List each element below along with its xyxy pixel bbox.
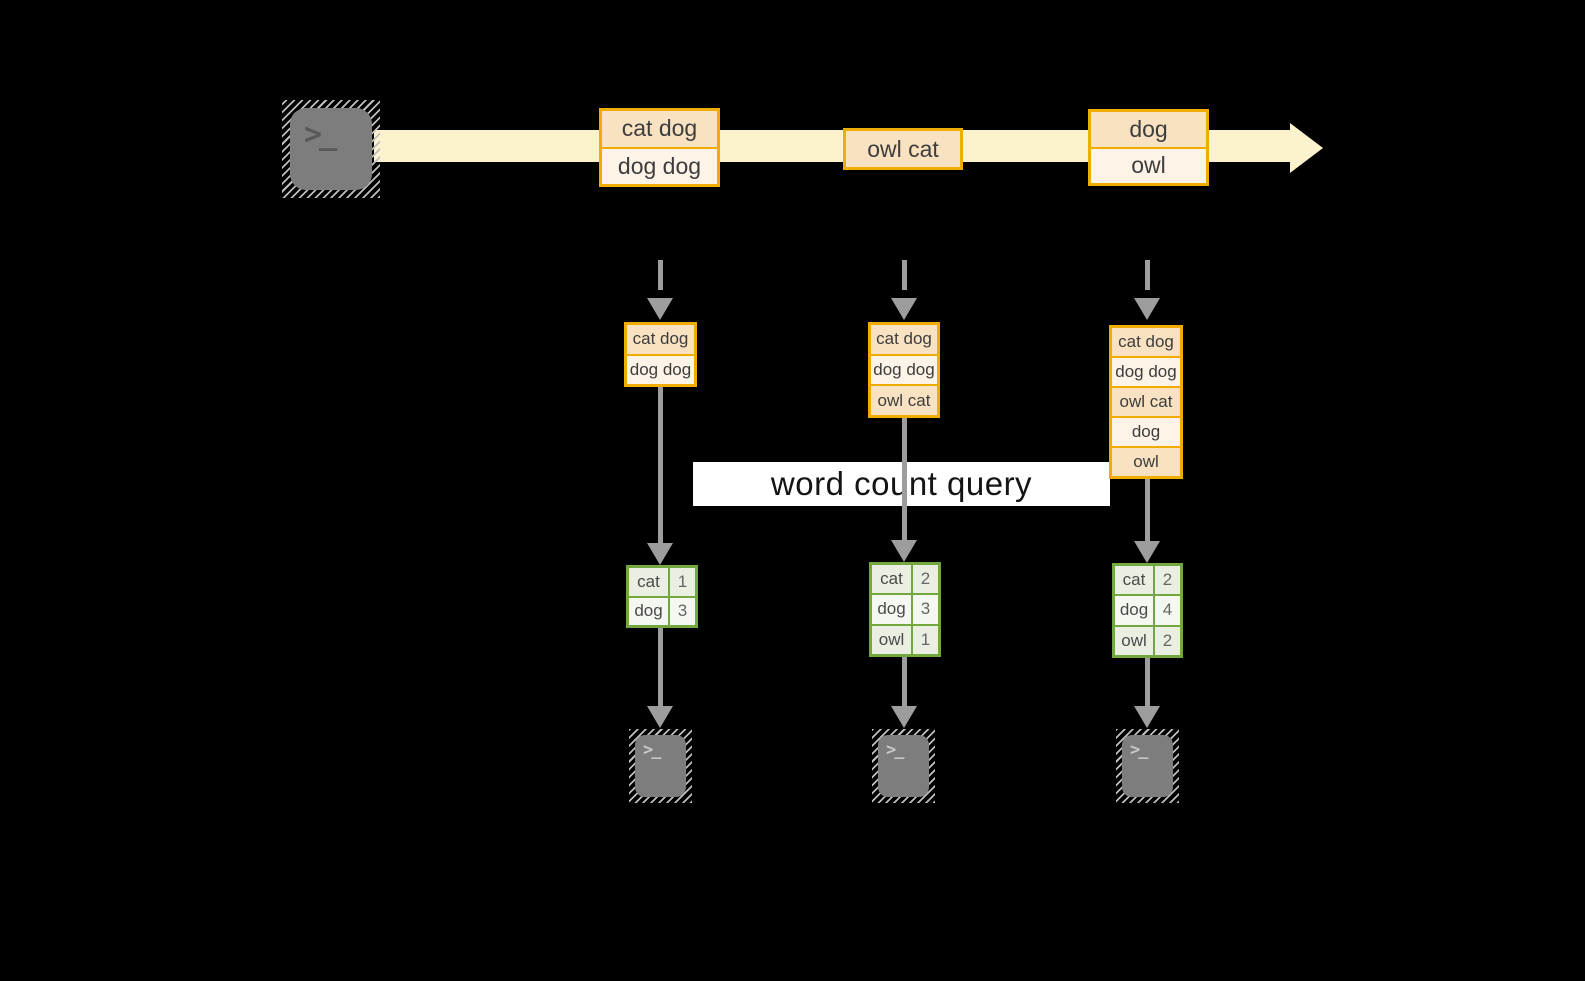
result-word: cat <box>629 568 670 596</box>
query-arrow-line <box>1145 479 1150 541</box>
terminal-screen: >_ <box>635 735 686 797</box>
input-line: cat dog <box>1112 328 1180 356</box>
result-count: 2 <box>913 565 938 594</box>
result-count: 2 <box>1155 566 1180 595</box>
result-word: dog <box>1115 596 1155 625</box>
output-arrowhead-icon <box>647 706 673 728</box>
input-line: cat dog <box>871 325 937 354</box>
trigger-arrow-dash <box>1145 260 1150 290</box>
input-line: dog dog <box>871 353 937 385</box>
result-count: 3 <box>913 595 938 624</box>
result-row: owl 1 <box>872 623 938 654</box>
input-line: cat dog <box>627 325 694 354</box>
output-terminal-icon-t3: >_ <box>1116 729 1179 803</box>
timeline-box-t1: cat dog dog dog <box>599 108 720 187</box>
result-word: cat <box>1115 566 1155 595</box>
timeline-box-t2: owl cat <box>843 128 963 170</box>
output-arrowhead-icon <box>1134 706 1160 728</box>
query-arrowhead-icon <box>1134 541 1160 563</box>
input-line: owl cat <box>871 384 937 416</box>
timeline-box-t3: dog owl <box>1088 109 1209 186</box>
query-arrow-line <box>902 418 907 540</box>
result-count: 2 <box>1155 626 1180 655</box>
input-stack-t2: cat dog dog dog owl cat <box>868 322 940 418</box>
output-arrowhead-icon <box>891 706 917 728</box>
timeline-entry: owl cat <box>846 131 960 167</box>
output-terminal-icon-t1: >_ <box>629 729 692 803</box>
query-arrowhead-icon <box>891 540 917 562</box>
output-arrow-line <box>1145 658 1150 706</box>
output-arrow-line <box>902 657 907 706</box>
result-count: 3 <box>670 597 695 625</box>
result-word: dog <box>629 597 670 625</box>
result-word: dog <box>872 595 913 624</box>
trigger-arrowhead-icon <box>647 298 673 320</box>
input-line: dog <box>1112 416 1180 446</box>
terminal-prompt-icon: >_ <box>886 740 905 760</box>
input-stack-t1: cat dog dog dog <box>624 322 697 387</box>
result-row: cat 1 <box>629 568 695 596</box>
terminal-prompt-icon: >_ <box>1130 740 1149 760</box>
input-line: owl cat <box>1112 386 1180 416</box>
timeline-arrowhead-icon <box>1290 123 1323 173</box>
input-line: owl <box>1112 446 1180 476</box>
result-count: 4 <box>1155 596 1180 625</box>
result-count: 1 <box>913 625 938 654</box>
trigger-arrow-dash <box>902 260 907 290</box>
query-label-box: word count query <box>693 462 1110 506</box>
trigger-arrowhead-icon <box>1134 298 1160 320</box>
input-line: dog dog <box>1112 356 1180 386</box>
query-arrow-line <box>658 387 663 545</box>
query-arrowhead-icon <box>647 543 673 565</box>
query-label: word count query <box>770 465 1033 502</box>
terminal-prompt-icon: >_ <box>304 117 337 152</box>
result-table-t2: cat 2 dog 3 owl 1 <box>869 562 941 657</box>
trigger-arrowhead-icon <box>891 298 917 320</box>
timeline-entry: dog <box>1091 112 1206 147</box>
result-row: dog 4 <box>1115 594 1180 625</box>
result-row: dog 3 <box>872 593 938 624</box>
output-terminal-icon-t2: >_ <box>872 729 935 803</box>
terminal-screen: >_ <box>878 735 929 797</box>
output-arrow-line <box>658 628 663 706</box>
result-row: dog 3 <box>629 595 695 625</box>
result-row: cat 2 <box>872 565 938 594</box>
result-word: cat <box>872 565 913 594</box>
result-row: owl 2 <box>1115 624 1180 655</box>
result-row: cat 2 <box>1115 566 1180 595</box>
trigger-arrow-dash <box>658 260 663 290</box>
result-word: owl <box>872 625 913 654</box>
result-word: owl <box>1115 626 1155 655</box>
input-line: dog dog <box>627 353 694 384</box>
result-count: 1 <box>670 568 695 596</box>
result-table-t3: cat 2 dog 4 owl 2 <box>1112 563 1183 658</box>
terminal-prompt-icon: >_ <box>643 740 662 760</box>
terminal-screen: >_ <box>290 108 372 190</box>
input-stack-t3: cat dog dog dog owl cat dog owl <box>1109 325 1183 479</box>
timeline-entry: owl <box>1091 146 1206 183</box>
timeline-entry: cat dog <box>602 111 717 147</box>
result-table-t1: cat 1 dog 3 <box>626 565 698 628</box>
terminal-screen: >_ <box>1122 735 1173 797</box>
timeline-entry: dog dog <box>602 146 717 184</box>
source-terminal-icon: >_ <box>282 100 380 198</box>
